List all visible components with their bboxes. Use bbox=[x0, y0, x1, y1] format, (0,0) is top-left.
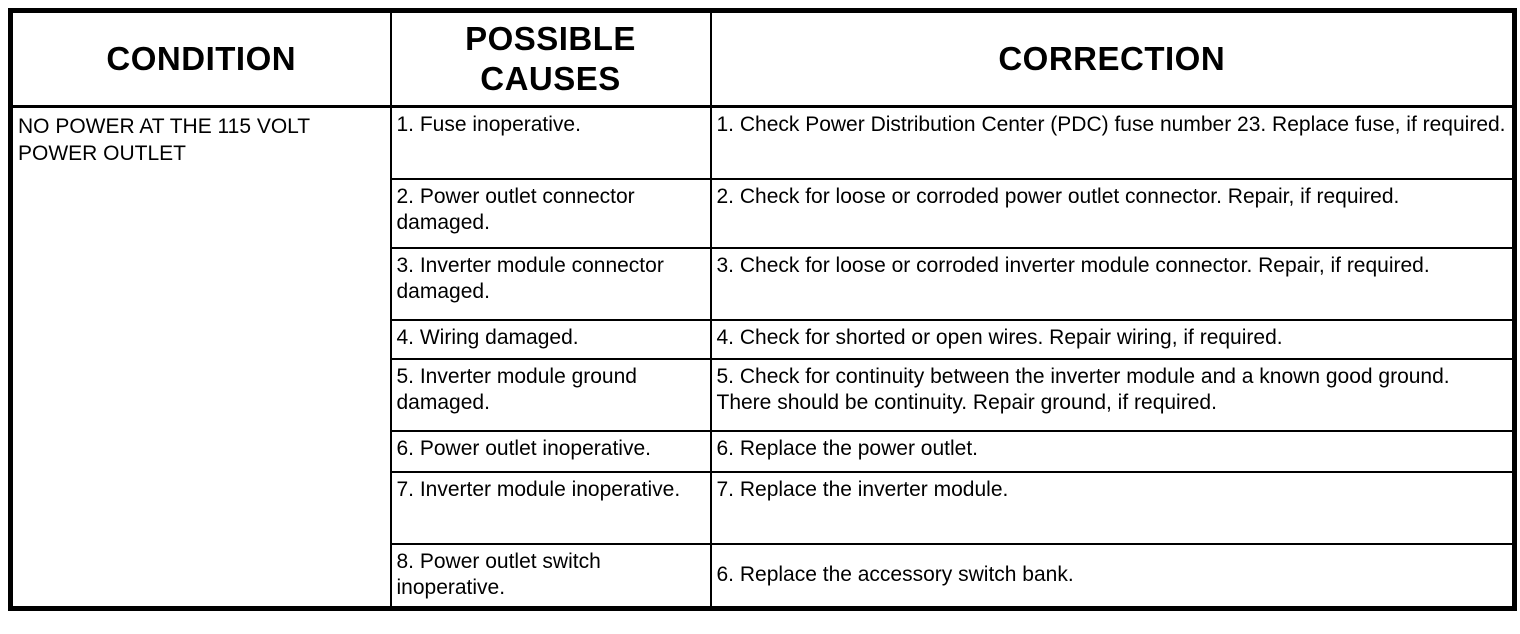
troubleshooting-table: CONDITION POSSIBLE CAUSES CORRECTION NO … bbox=[8, 8, 1517, 612]
correction-cell: 4. Check for shorted or open wires. Repa… bbox=[709, 318, 1516, 360]
correction-cell: 1. Check Power Distribution Center (PDC)… bbox=[709, 105, 1516, 180]
table-row: 3. Inverter module connector damaged. 3.… bbox=[11, 246, 1516, 321]
correction-cell: 3. Check for loose or corroded inverter … bbox=[709, 246, 1516, 321]
cause-cell: 4. Wiring damaged. bbox=[389, 318, 712, 360]
document-page: CONDITION POSSIBLE CAUSES CORRECTION NO … bbox=[8, 8, 1517, 612]
cause-cell: 5. Inverter module ground damaged. bbox=[389, 357, 712, 432]
correction-cell: 6. Replace the accessory switch bank. bbox=[709, 542, 1516, 610]
table-row: 6. Power outlet inoperative. 6. Replace … bbox=[11, 429, 1516, 473]
header-row: CONDITION POSSIBLE CAUSES CORRECTION bbox=[9, 9, 1516, 108]
cause-cell: 7. Inverter module inoperative. bbox=[389, 470, 712, 545]
correction-cell: 7. Replace the inverter module. bbox=[709, 470, 1516, 545]
table-row: 5. Inverter module ground damaged. 5. Ch… bbox=[11, 357, 1516, 432]
header-correction: CORRECTION bbox=[709, 9, 1516, 108]
cause-cell: 8. Power outlet switch inoperative. bbox=[389, 542, 712, 610]
correction-cell: 2. Check for loose or corroded power out… bbox=[709, 177, 1516, 249]
header-condition: CONDITION bbox=[9, 9, 392, 108]
cause-cell: 3. Inverter module connector damaged. bbox=[389, 246, 712, 321]
table-row: NO POWER AT THE 115 VOLT POWER OUTLET 1.… bbox=[9, 105, 1516, 610]
correction-cell: 5. Check for continuity between the inve… bbox=[709, 357, 1516, 432]
cause-cell: 1. Fuse inoperative. bbox=[389, 105, 712, 180]
condition-cell: NO POWER AT THE 115 VOLT POWER OUTLET bbox=[9, 105, 392, 610]
table-row: 8. Power outlet switch inoperative. 6. R… bbox=[11, 542, 1516, 610]
cause-cell: 2. Power outlet connector damaged. bbox=[389, 177, 712, 249]
correction-cell: 6. Replace the power outlet. bbox=[709, 429, 1516, 473]
table-row: 2. Power outlet connector damaged. 2. Ch… bbox=[11, 177, 1516, 249]
table-row: 7. Inverter module inoperative. 7. Repla… bbox=[11, 470, 1516, 545]
table-row: 4. Wiring damaged. 4. Check for shorted … bbox=[11, 318, 1516, 360]
cause-cell: 6. Power outlet inoperative. bbox=[389, 429, 712, 473]
header-possible-causes: POSSIBLE CAUSES bbox=[389, 9, 712, 108]
